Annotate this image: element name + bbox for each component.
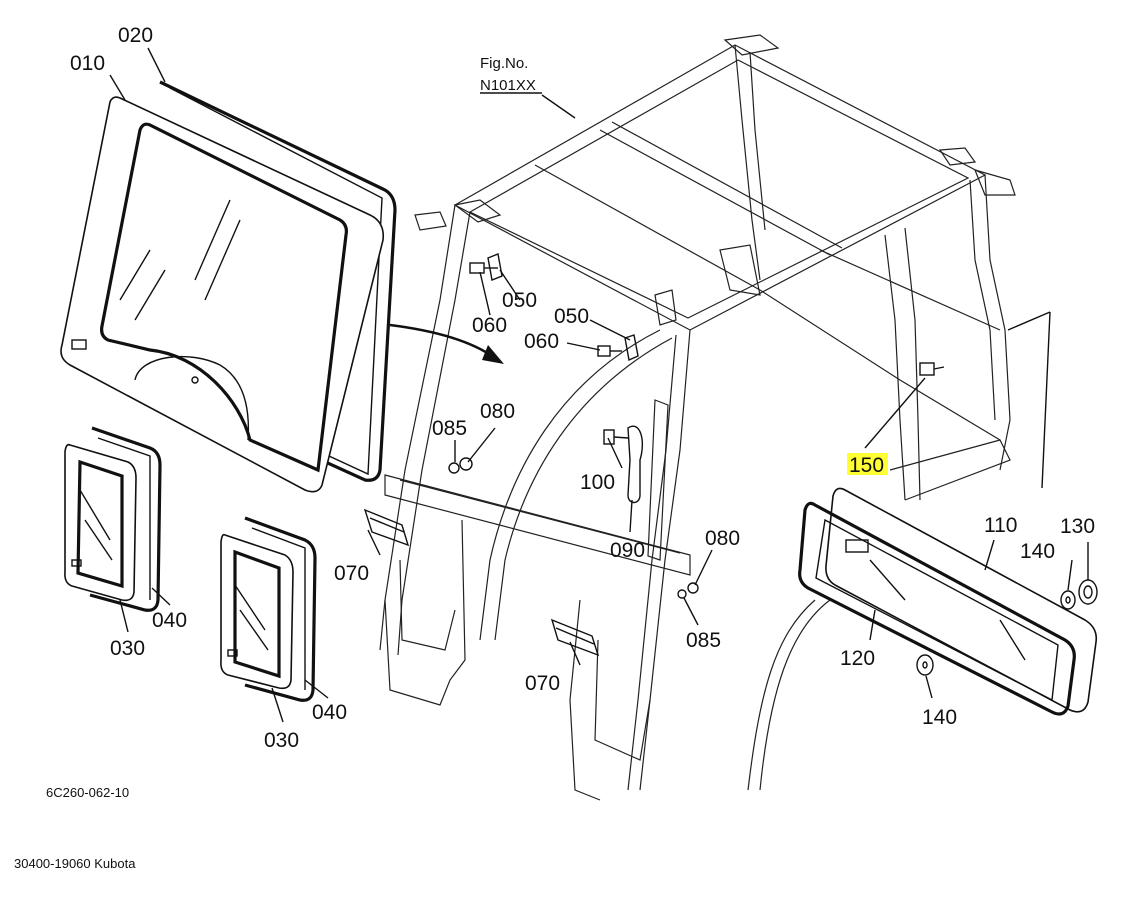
nut-085-right bbox=[677, 589, 687, 599]
arrow-head bbox=[482, 345, 504, 364]
fig-label: Fig.No. bbox=[480, 55, 528, 72]
callout-010: 010 bbox=[70, 52, 105, 75]
callout-110: 110 bbox=[984, 514, 1017, 537]
washer-140-lower bbox=[916, 654, 934, 676]
drawing-code: 6C260-062-10 bbox=[46, 785, 129, 800]
bolt-060-lower bbox=[597, 345, 622, 357]
cab-frame bbox=[379, 34, 1016, 801]
callout-080-right: 080 bbox=[705, 527, 740, 550]
nut-085-left bbox=[448, 462, 460, 474]
callout-070-left: 070 bbox=[334, 562, 369, 585]
knob-130 bbox=[1078, 579, 1098, 605]
callout-040-a: 040 bbox=[152, 609, 187, 632]
footer-caption: 30400-19060 Kubota bbox=[14, 856, 136, 871]
bracket-070-right bbox=[550, 618, 600, 657]
rear-window-glass-110 bbox=[825, 487, 1098, 713]
callout-150: 150 bbox=[849, 454, 884, 477]
callout-100: 100 bbox=[580, 471, 615, 494]
callout-140-lower: 140 bbox=[922, 706, 957, 729]
washer-140-upper bbox=[1060, 590, 1076, 610]
callout-085-right: 085 bbox=[686, 629, 721, 652]
callout-060-lower: 060 bbox=[524, 330, 559, 353]
small-window-glass-030-b bbox=[220, 533, 294, 690]
callout-050-lower: 050 bbox=[554, 305, 589, 328]
bolt-100 bbox=[603, 429, 629, 445]
fig-number: N101XX bbox=[480, 77, 536, 94]
plate-050-lower bbox=[624, 334, 639, 362]
callout-030-b: 030 bbox=[264, 729, 299, 752]
callout-060-upper: 060 bbox=[472, 314, 507, 337]
highlight-150 bbox=[847, 453, 888, 475]
bolt-060-upper bbox=[469, 262, 498, 274]
callout-140-upper: 140 bbox=[1020, 540, 1055, 563]
windshield-glass-010 bbox=[60, 96, 385, 493]
callout-030-a: 030 bbox=[110, 637, 145, 660]
rear-window-seal-120 bbox=[798, 501, 1076, 716]
callout-040-b: 040 bbox=[312, 701, 347, 724]
leader-lines bbox=[109, 47, 1089, 723]
callout-020: 020 bbox=[118, 24, 153, 47]
small-window-glass-030-a bbox=[64, 443, 137, 602]
handle-090 bbox=[627, 425, 644, 504]
small-window-seal-040-a bbox=[89, 426, 162, 612]
callout-050-upper: 050 bbox=[502, 289, 537, 312]
callout-080-left: 080 bbox=[480, 400, 515, 423]
washer-080-right bbox=[687, 582, 699, 594]
plate-050-upper bbox=[487, 253, 503, 281]
callout-085-left: 085 bbox=[432, 417, 467, 440]
bolt-150 bbox=[919, 362, 945, 376]
washer-080-left bbox=[459, 457, 473, 471]
small-window-seal-040-b bbox=[244, 516, 317, 702]
bracket-070-left bbox=[363, 508, 410, 547]
callout-070-right: 070 bbox=[525, 672, 560, 695]
callout-130: 130 bbox=[1060, 515, 1095, 538]
callout-120: 120 bbox=[840, 647, 875, 670]
callout-090: 090 bbox=[610, 539, 645, 562]
